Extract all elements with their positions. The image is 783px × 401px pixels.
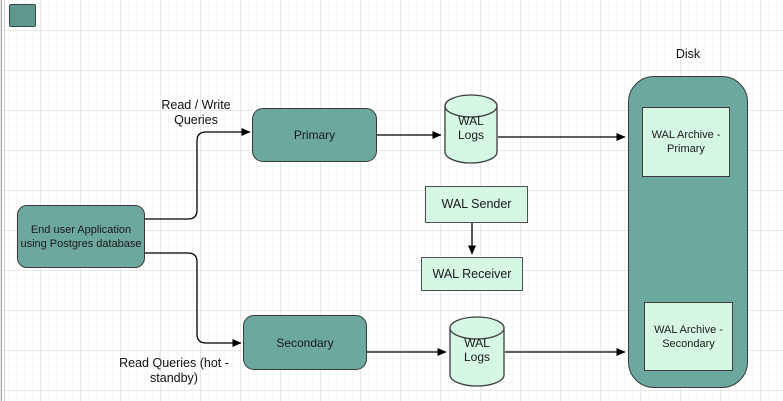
secondary-label: Secondary	[276, 335, 334, 350]
node-wal-logs-primary[interactable]: WAL Logs	[444, 94, 498, 165]
primary-label: Primary	[293, 128, 336, 142]
wal-logs-primary-label-line2: Logs	[457, 128, 485, 142]
wal-receiver-label: WAL Receiver	[432, 266, 512, 281]
wal-logs-secondary-label-line2: Logs	[463, 350, 491, 364]
disk-label: Disk	[675, 47, 701, 61]
cylinder-icon	[444, 94, 498, 164]
wal-logs-secondary-label-line1: WAL	[464, 336, 490, 350]
node-wal-sender[interactable]: WAL Sender	[425, 186, 528, 223]
node-secondary[interactable]: Secondary	[243, 315, 367, 370]
node-primary[interactable]: Primary	[252, 108, 377, 162]
wal-archive-primary-label-line2: Primary	[667, 143, 705, 155]
node-wal-archive-primary[interactable]: WAL Archive - Primary	[642, 107, 730, 177]
wal-archive-primary-label-line1: WAL Archive -	[651, 129, 721, 141]
canvas-edge-line	[1, 0, 2, 401]
node-wal-archive-secondary[interactable]: WAL Archive - Secondary	[644, 302, 733, 371]
edge-label-read-write-queries: Read / Write Queries	[146, 98, 246, 128]
read-write-line1: Read / Write	[161, 98, 231, 112]
wal-sender-label: WAL Sender	[441, 197, 512, 211]
cylinder-icon	[449, 316, 505, 387]
canvas-edge-line	[4, 0, 5, 401]
wal-logs-primary-label-line1: WAL	[458, 114, 484, 128]
corner-teal-shape[interactable]	[9, 4, 36, 27]
wal-archive-secondary-label-line2: Secondary	[662, 337, 715, 350]
end-user-label-line2: using Postgres database	[20, 237, 142, 250]
node-end-user-application[interactable]: End user Application using Postgres data…	[17, 205, 145, 268]
wal-archive-secondary-label-line1: WAL Archive -	[654, 323, 723, 336]
node-wal-logs-secondary[interactable]: WAL Logs	[449, 316, 505, 388]
read-write-line2: Queries	[174, 113, 218, 127]
edge-enduser-to-primary[interactable]	[145, 128, 251, 220]
read-queries-line1: Read Queries (hot -	[119, 356, 229, 370]
node-wal-receiver[interactable]: WAL Receiver	[421, 257, 523, 291]
read-queries-line2: standby)	[150, 371, 198, 385]
edge-enduser-to-secondary[interactable]	[145, 252, 242, 347]
end-user-label-line1: End user Application	[30, 223, 132, 236]
edge-label-read-queries: Read Queries (hot - standby)	[104, 356, 244, 386]
